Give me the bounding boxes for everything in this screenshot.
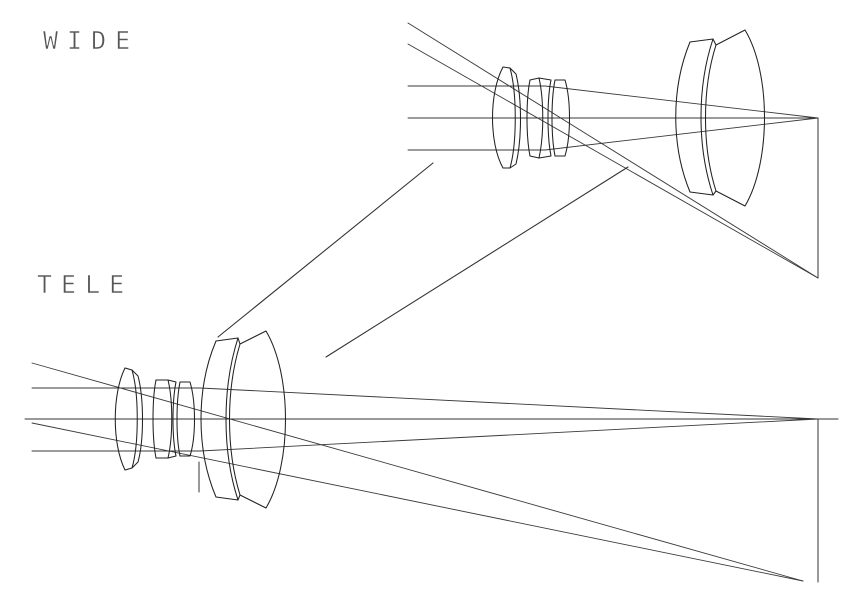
tele-off-axis-rays (31, 362, 804, 582)
wide-off-axis-rays (407, 22, 819, 279)
wide-configuration (407, 22, 819, 279)
tele-configuration (24, 330, 839, 583)
zoom-leader-lines (217, 162, 629, 358)
tele-front-lens-group (114, 367, 195, 471)
leader-line-front (217, 162, 434, 338)
wide-axial-rays (407, 85, 819, 151)
tele-axial-rays (31, 387, 819, 452)
wide-label: WIDE (43, 26, 140, 56)
wide-rear-lens-group (675, 29, 766, 207)
tele-label: TELE (37, 270, 134, 300)
leader-line-rear (325, 166, 629, 358)
wide-front-lens-group (492, 66, 570, 169)
tele-rear-lens-group (200, 330, 287, 509)
